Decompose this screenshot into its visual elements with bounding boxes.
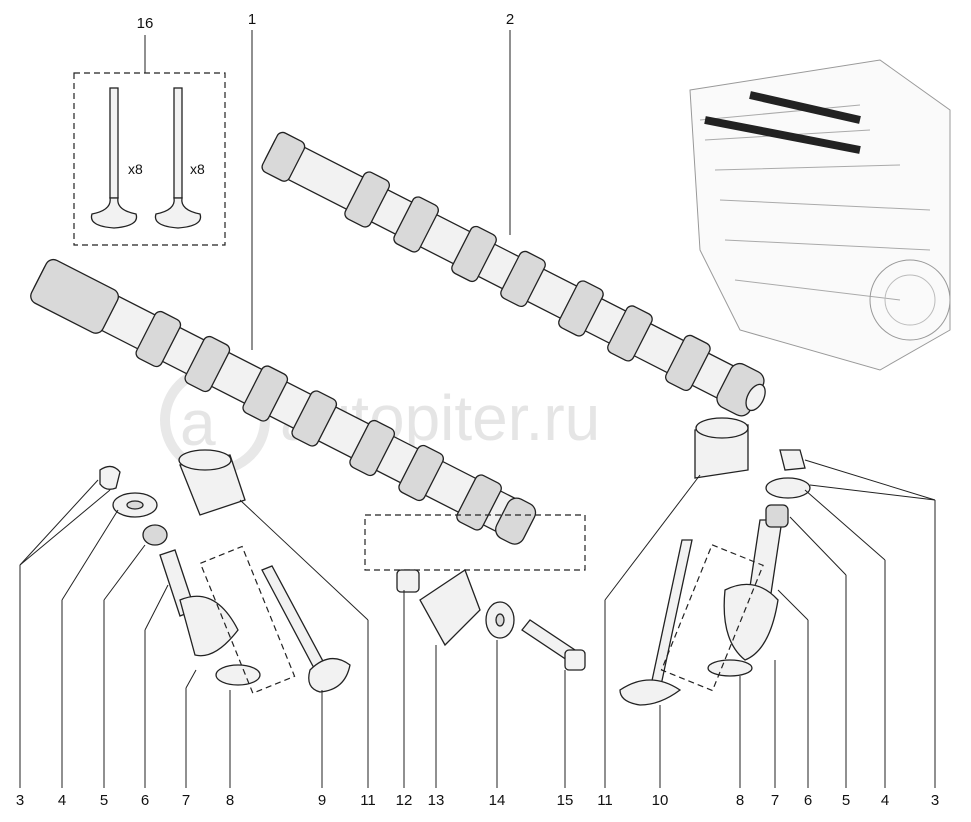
inset-valves-box: 16 x8 x8 (73, 15, 226, 246)
valve-collet-right (779, 449, 806, 471)
valve-collet-left (99, 465, 121, 490)
valve-spring-right (707, 519, 783, 677)
label-4-right: 4 (881, 792, 889, 809)
label-6-right: 6 (804, 792, 812, 809)
valve-right (619, 539, 693, 706)
label-11-left: 11 (360, 792, 376, 809)
label-7-left: 7 (182, 792, 190, 809)
label-5-right: 5 (842, 792, 850, 809)
label-13: 13 (428, 792, 445, 809)
callout-16: 16 (137, 15, 154, 32)
valve-seal-right (765, 504, 789, 528)
label-15: 15 (557, 792, 574, 809)
washer (485, 601, 515, 639)
tappet-right (694, 417, 749, 479)
label-14: 14 (489, 792, 506, 809)
label-8-right: 8 (736, 792, 744, 809)
valve-left (261, 565, 351, 693)
label-4-left: 4 (58, 792, 66, 809)
label-3-left: 3 (16, 792, 24, 809)
label-6-left: 6 (141, 792, 149, 809)
tappet-left (178, 449, 246, 516)
watermark-mark: a (180, 387, 216, 459)
valve-icon (90, 87, 138, 229)
label-5-left: 5 (100, 792, 108, 809)
engine-illustration (689, 59, 951, 371)
valve-spring-left (159, 549, 261, 686)
label-7-right: 7 (771, 792, 779, 809)
valve-icon (154, 87, 202, 229)
callout-2: 2 (506, 11, 514, 28)
bolt (521, 619, 586, 671)
label-11-right: 11 (597, 792, 613, 809)
label-9: 9 (318, 792, 326, 809)
camshaft-exhaust (261, 131, 766, 417)
qty-left: x8 (128, 161, 143, 177)
label-12: 12 (396, 792, 413, 809)
spring-retainer-right (765, 477, 811, 499)
spring-retainer-left (112, 492, 158, 518)
bottom-labels: 3 4 5 6 7 8 9 11 12 13 14 15 11 10 8 7 6… (16, 792, 939, 809)
label-3-right: 3 (931, 792, 939, 809)
camshaft-intake (30, 258, 537, 545)
valve-seal-left (142, 524, 168, 546)
callout-1: 1 (248, 11, 256, 28)
label-10: 10 (652, 792, 669, 809)
camshaft-sprocket-target (419, 569, 481, 647)
qty-right: x8 (190, 161, 205, 177)
label-8-left: 8 (226, 792, 234, 809)
pin (396, 569, 420, 593)
